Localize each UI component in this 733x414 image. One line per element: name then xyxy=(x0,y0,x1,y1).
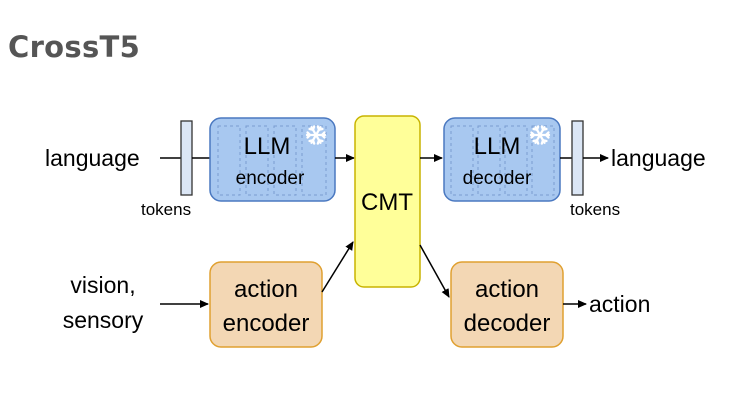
page-title: CrossT5 xyxy=(8,30,141,64)
cmt-block: CMT xyxy=(354,115,421,288)
tokens-label-left: tokens xyxy=(141,200,191,219)
action-encoder-title: action xyxy=(234,276,298,303)
action-decoder-title: action xyxy=(475,276,539,303)
tokens-label-right: tokens xyxy=(570,200,620,219)
tokens-bar-right xyxy=(571,120,584,196)
llm-encoder-subtitle: encoder xyxy=(236,168,305,189)
action-encoder-block: action encoder xyxy=(209,261,323,348)
cmt-label: CMT xyxy=(361,189,413,216)
tokens-bar-left xyxy=(180,120,193,196)
output-action-label: action xyxy=(589,291,650,317)
input-vision-label: vision, xyxy=(70,272,135,298)
input-language-label: language xyxy=(45,145,140,171)
action-decoder-subtitle: decoder xyxy=(464,310,551,337)
llm-encoder-block: LLM encoder xyxy=(209,117,336,202)
llm-encoder-title: LLM xyxy=(244,133,291,160)
output-language-label: language xyxy=(611,145,706,171)
arrow-action-encoder-to-cmt xyxy=(321,241,354,293)
llm-decoder-title: LLM xyxy=(474,133,521,160)
llm-decoder-block: LLM decoder xyxy=(443,117,561,202)
input-sensory-label: sensory xyxy=(63,307,144,333)
arrow-cmt-to-action-decoder xyxy=(419,244,450,298)
action-encoder-subtitle: encoder xyxy=(223,310,310,337)
action-decoder-block: action decoder xyxy=(450,261,564,348)
llm-decoder-subtitle: decoder xyxy=(463,168,532,189)
